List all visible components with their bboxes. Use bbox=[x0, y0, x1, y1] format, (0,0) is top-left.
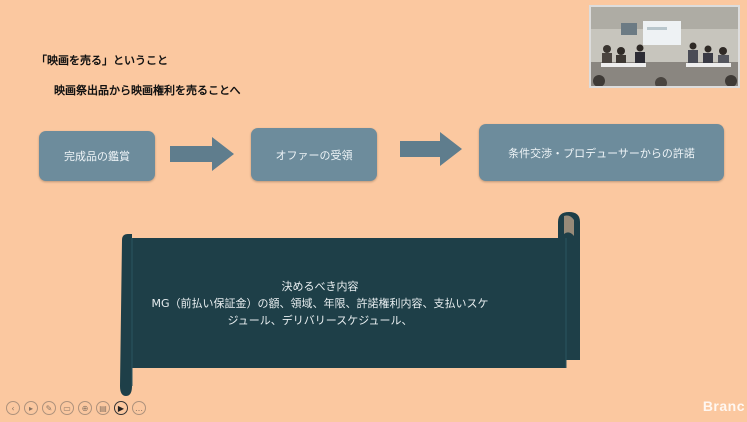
flow-step-negotiation: 条件交渉・プロデューサーからの許諾 bbox=[479, 124, 724, 181]
speaker-video-feed bbox=[591, 7, 738, 86]
screen-icon[interactable]: ▭ bbox=[60, 401, 74, 415]
flow-step-offer: オファーの受領 bbox=[251, 128, 377, 181]
subtitles-icon[interactable]: ▤ bbox=[96, 401, 110, 415]
speaker-video-overlay[interactable] bbox=[589, 5, 740, 88]
watermark-logo: Branc bbox=[702, 398, 745, 414]
scroll-shape bbox=[120, 212, 580, 396]
flow-arrow-2-icon bbox=[400, 132, 462, 166]
pen-icon[interactable]: ✎ bbox=[42, 401, 56, 415]
slide-subtitle: 映画祭出品から映画権利を売ることへ bbox=[54, 84, 241, 97]
flow-step-viewing: 完成品の鑑賞 bbox=[39, 131, 155, 181]
play-icon[interactable]: ▸ bbox=[24, 401, 38, 415]
scroll-content: 決めるべき内容 MG（前払い保証金）の額、領域、年限、許諾権利内容、支払いスケ … bbox=[150, 278, 490, 329]
scroll-line-3: ジュール、デリバリースケジュール、 bbox=[227, 314, 413, 327]
flow-arrow-1-icon bbox=[170, 137, 234, 171]
scroll-line-2: MG（前払い保証金）の額、領域、年限、許諾権利内容、支払いスケ bbox=[151, 297, 489, 310]
previous-icon[interactable]: ‹ bbox=[6, 401, 20, 415]
zoom-icon[interactable]: ⊕ bbox=[78, 401, 92, 415]
presentation-toolbar: ‹ ▸ ✎ ▭ ⊕ ▤ ▶ … bbox=[6, 401, 146, 417]
scroll-line-heading: 決めるべき内容 bbox=[281, 280, 359, 293]
more-icon[interactable]: … bbox=[132, 401, 146, 415]
video-icon[interactable]: ▶ bbox=[114, 401, 128, 415]
slide-title: 「映画を売る」ということ bbox=[36, 54, 168, 67]
